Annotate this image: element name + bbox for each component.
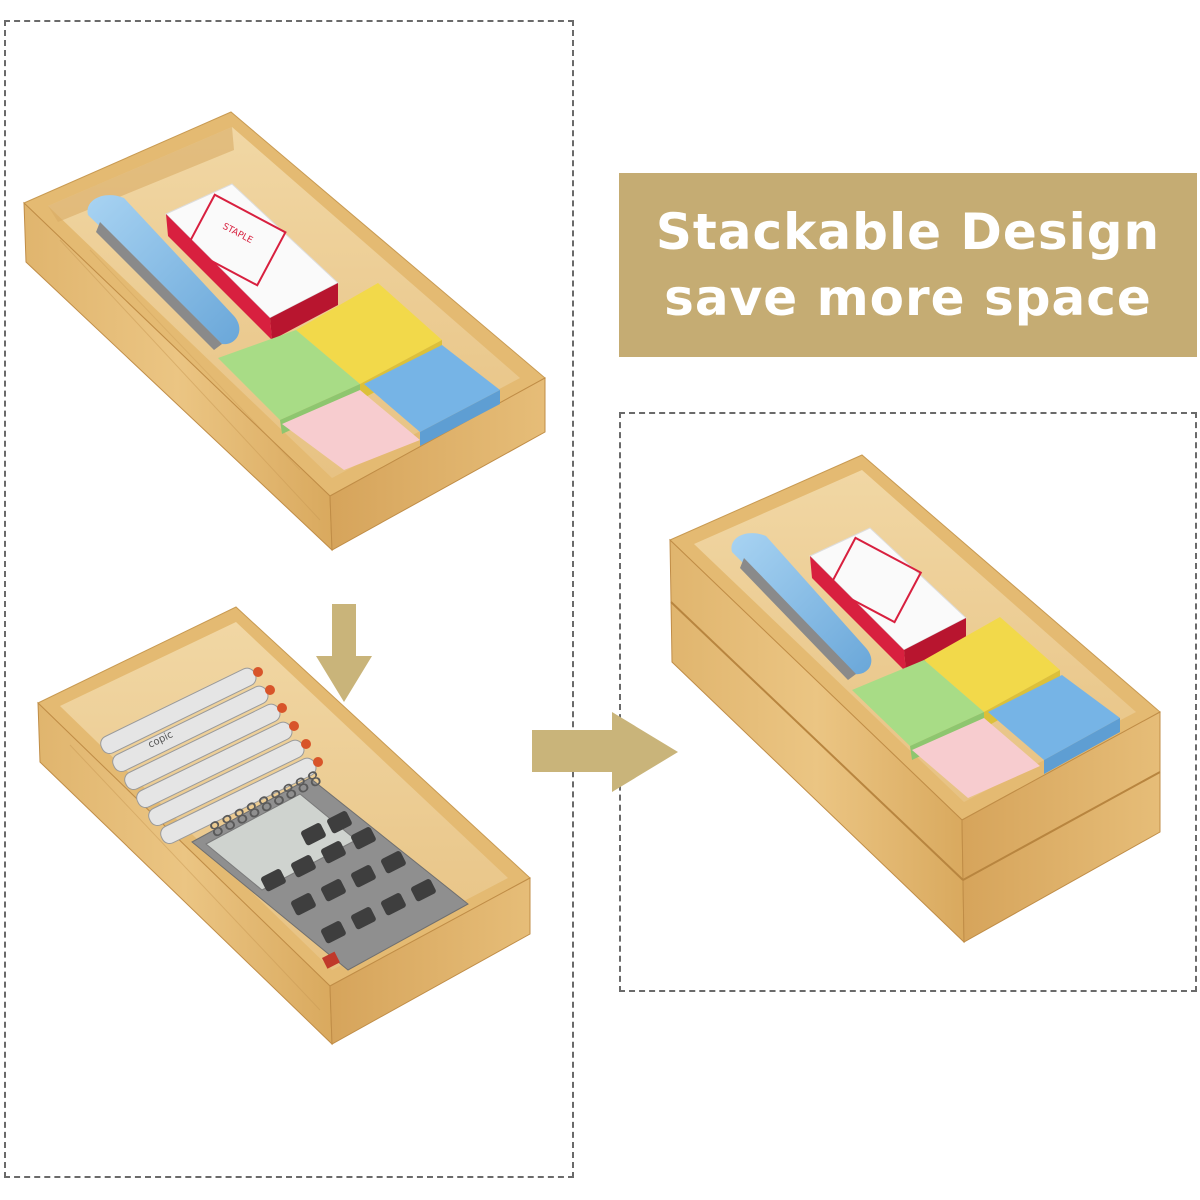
stapler-top-left	[87, 195, 240, 350]
arrow-right-icon	[532, 712, 678, 792]
banner-line-2: save more space	[664, 269, 1152, 327]
sticky-notes-top-left	[218, 283, 500, 470]
arrow-down-icon	[316, 604, 372, 702]
marker-set: copic	[100, 667, 323, 844]
sticky-notes-right	[852, 617, 1120, 798]
stapler-right	[731, 533, 872, 680]
staple-box-right	[809, 527, 967, 672]
left-dashed-panel	[4, 20, 574, 1178]
staple-box-top-left: STAPLE	[165, 183, 339, 340]
banner-line-1: Stackable Design	[655, 203, 1161, 261]
feature-banner: Stackable Design save more space	[619, 173, 1197, 357]
right-dashed-panel	[619, 412, 1197, 992]
